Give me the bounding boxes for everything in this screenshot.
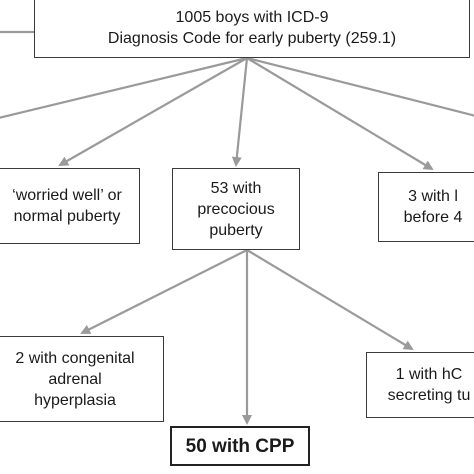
hcg-line-1: 1 with hC <box>395 366 463 383</box>
three-with-line-1: 3 with l <box>408 188 458 205</box>
root-line-2: Diagnosis Code for early puberty (259.1) <box>107 30 397 47</box>
precocious-line-1: 53 with <box>210 179 262 197</box>
arrow-precocious-to-hcg <box>246 249 414 351</box>
arrow-root-to-left-offscreen <box>0 56 248 119</box>
cpp-outcome-box: 50 with CPP <box>170 426 310 466</box>
arrow-root-to-worried-well <box>58 57 248 166</box>
worried-well-line-1: ‘worried well’ or <box>12 187 122 204</box>
arrow-root-to-right-offscreen <box>246 56 474 117</box>
three-with-line-2: before 4 <box>403 209 463 226</box>
three-with-box: 3 with l before 4 <box>378 172 474 242</box>
worried-well-line-2: normal puberty <box>13 208 121 225</box>
arrow-precocious-to-congenital <box>80 249 248 334</box>
hcg-line-2: secreting tu <box>387 387 471 404</box>
congenital-line-2: adrenal <box>48 370 102 388</box>
hcg-secreting-tumor-box: 1 with hC secreting tu <box>366 352 474 418</box>
precocious-line-3: puberty <box>209 221 263 239</box>
worried-well-box: ‘worried well’ or normal puberty <box>0 168 140 244</box>
arrow-root-to-precocious <box>231 57 249 167</box>
root-population-box: 1005 boys with ICD-9 Diagnosis Code for … <box>34 0 470 58</box>
root-line-1: 1005 boys with ICD-9 <box>175 9 329 26</box>
congenital-line-3: hyperplasia <box>34 391 116 409</box>
congenital-line-1: 2 with congenital <box>15 349 135 367</box>
congenital-adrenal-hyperplasia-box: 2 with congenital adrenal hyperplasia <box>0 336 164 422</box>
arrow-root-to-three-with <box>246 57 434 171</box>
precocious-line-2: precocious <box>197 200 275 218</box>
cpp-line-1: 50 with CPP <box>185 435 295 457</box>
precocious-puberty-box: 53 with precocious puberty <box>172 168 300 250</box>
